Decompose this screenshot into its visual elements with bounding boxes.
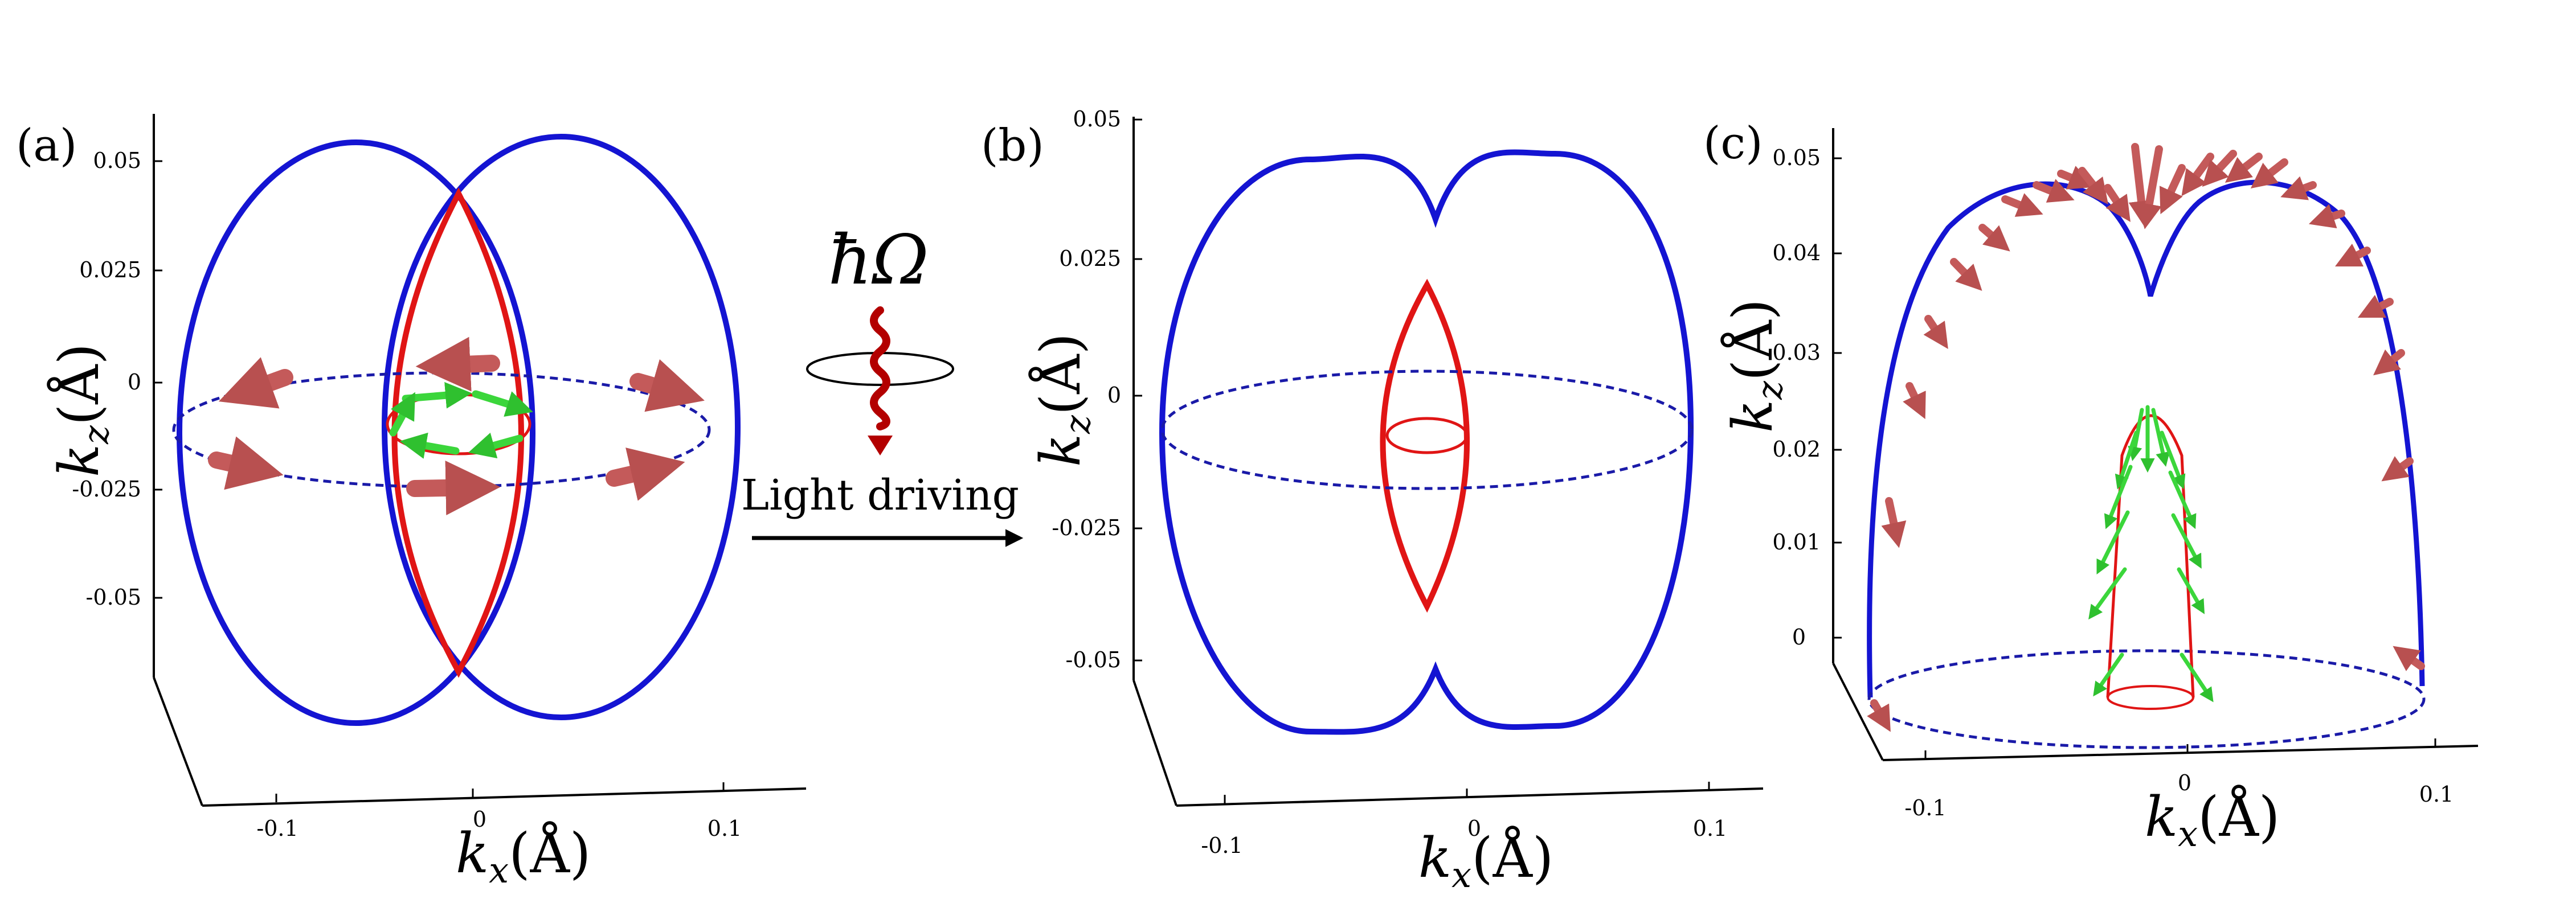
panel-b-z-tick-label: -0.025 [1052, 515, 1121, 540]
panel-a-x-tick-label: 0 [473, 807, 486, 832]
photon-arrowhead-icon [868, 436, 893, 455]
panel-b-x-tick-label: 0.1 [1693, 816, 1727, 841]
panel-c-x-tick-label: 0.1 [2419, 782, 2454, 807]
panel-a-outer-surface-right [382, 134, 741, 720]
panel-a-x-ticks [275, 782, 725, 802]
panel-c-frame [1832, 128, 2479, 761]
panel-b-x-tick-label: 0 [1467, 816, 1481, 841]
panel-c-z-axis-label: kz(Å) [1721, 299, 1790, 433]
panel-a-z-tick-label: 0.025 [79, 257, 141, 282]
panel-a-z-tick-label: 0.05 [93, 148, 141, 173]
panel-a-x-axis-label: kx(Å) [456, 822, 591, 891]
panel-a: 0.05 0.025 0 -0.025 -0.05 -0.1 0 0.1 (a)… [16, 114, 807, 891]
panel-b-x-tick-label: -0.1 [1201, 833, 1242, 858]
light-driving-transition: ħΩ Light driving [741, 221, 1024, 547]
panel-a-outer-spin-arrows [208, 336, 705, 516]
light-driving-caption: Light driving [741, 471, 1019, 520]
panel-c-x-axis-label: kx(Å) [2145, 785, 2280, 855]
panel-b-z-tick-label: 0.05 [1073, 106, 1121, 132]
panel-a-label: (a) [16, 120, 77, 171]
panel-c-equator [1867, 649, 2426, 749]
panel-b-x-axis-label: kx(Å) [1418, 826, 1553, 896]
panel-b: 0.05 0.025 0 -0.025 -0.05 -0.1 0 0.1 (b)… [981, 106, 1764, 896]
panel-c-z-tick-label: 0.04 [1772, 240, 1821, 265]
panel-b-label: (b) [981, 120, 1044, 171]
panel-b-z-tick-label: 0 [1107, 383, 1121, 408]
panel-c-z-ticks [1833, 157, 1842, 639]
panel-b-z-axis-label: kz(Å) [1029, 333, 1098, 467]
panel-c-label: (c) [1703, 118, 1763, 169]
panel-b-frame [1132, 117, 1764, 807]
panel-c-z-tick-label: 0.01 [1772, 529, 1821, 555]
panel-c-inner-spin-arrows [2088, 405, 2214, 703]
photon-wave-icon [870, 306, 890, 430]
panel-c-inner-equator [2107, 685, 2194, 710]
panel-c: 0.05 0.04 0.03 0.02 0.01 0 -0.1 0 0.1 (c… [1703, 118, 2479, 855]
panel-c-z-tick-label: 0 [1792, 625, 1806, 650]
panel-b-z-tick-label: 0.025 [1059, 246, 1121, 271]
panel-c-outer-surface [1867, 179, 2425, 698]
photon-energy-symbol: ħΩ [828, 221, 929, 300]
panel-b-equator [1160, 370, 1694, 490]
panel-a-x-tick-label: -0.1 [256, 816, 298, 841]
panel-a-frame [153, 114, 807, 807]
panel-b-x-ticks [1224, 782, 1710, 803]
panel-c-z-tick-label: 0.02 [1772, 437, 1821, 462]
panel-a-z-axis-label: kz(Å) [47, 343, 117, 477]
panel-a-outer-surface-left [177, 139, 535, 726]
panel-a-inner-surface [391, 187, 524, 678]
panel-b-z-tick-label: -0.05 [1066, 647, 1121, 672]
panel-c-outer-spin-arrows [1867, 143, 2425, 732]
panel-c-inner-surface [2106, 414, 2195, 698]
panel-c-x-tick-label: -0.1 [1904, 795, 1946, 820]
panel-a-inner-spin-arrows [389, 381, 533, 459]
panel-a-z-tick-label: 0 [128, 370, 141, 395]
panel-a-z-tick-label: -0.025 [72, 477, 141, 502]
panel-b-z-ticks [1134, 118, 1142, 662]
panel-a-z-tick-label: -0.05 [86, 585, 141, 610]
panel-b-inner-surface [1380, 278, 1470, 613]
panel-c-x-ticks [1924, 738, 2436, 759]
panel-c-x-tick-label: 0 [2178, 770, 2191, 795]
panel-c-z-tick-label: 0.03 [1772, 340, 1821, 365]
panel-c-z-tick-label: 0.05 [1772, 145, 1821, 170]
panel-b-inner-equator [1385, 417, 1469, 454]
panel-b-outer-surface [1159, 149, 1694, 735]
panel-a-x-tick-label: 0.1 [708, 816, 742, 841]
panel-a-z-ticks [154, 160, 162, 599]
